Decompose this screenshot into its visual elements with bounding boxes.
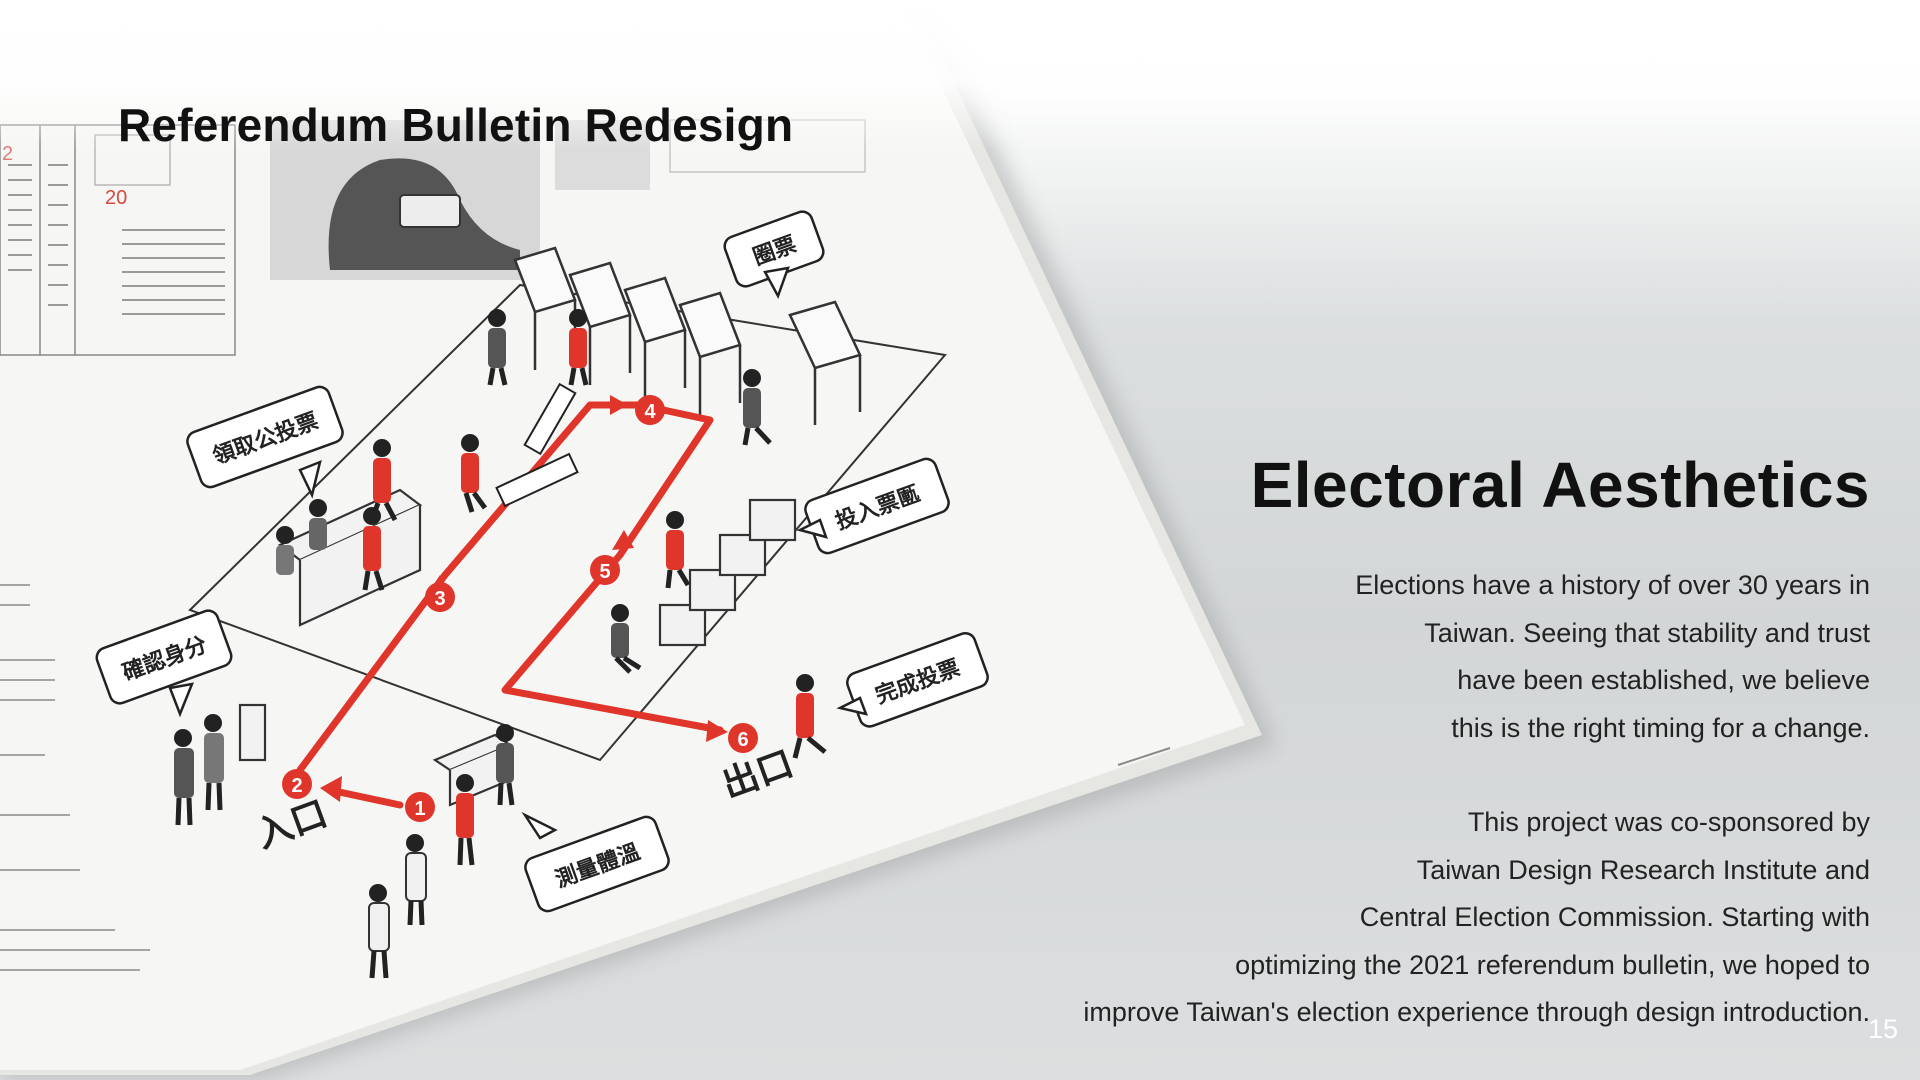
body-line: Central Election Commission. Starting wi… xyxy=(1359,902,1870,932)
callout-verify-identity: 確認身分 xyxy=(95,609,233,718)
polling-floor xyxy=(188,283,947,762)
top-fade-overlay xyxy=(0,0,1920,150)
slide-title: Referendum Bulletin Redesign xyxy=(118,99,794,151)
voters xyxy=(174,309,827,979)
svg-text:2: 2 xyxy=(2,143,13,165)
paragraph-history: Elections have a history of over 30 year… xyxy=(910,562,1870,752)
body-line: Elections have a history of over 30 year… xyxy=(1355,570,1870,600)
voting-route xyxy=(296,401,724,809)
step-3: 3 xyxy=(434,588,445,610)
section-heading: Electoral Aesthetics xyxy=(1250,449,1870,521)
step-markers: 1 2 3 4 5 6 xyxy=(282,395,758,822)
step-6: 6 xyxy=(737,729,748,751)
description-panel: Electoral Aesthetics Elections have a hi… xyxy=(910,448,1870,1037)
paragraph-sponsors: This project was co-sponsored by Taiwan … xyxy=(910,799,1870,1037)
page-number: 15 xyxy=(1868,1014,1899,1044)
callout-measure-temperature: 測量體溫 xyxy=(521,811,670,913)
body-line: optimizing the 2021 referendum bulletin,… xyxy=(1235,949,1870,980)
callout-mark-ballot: 圈票 xyxy=(723,210,825,300)
body-line: Taiwan Design Research Institute and xyxy=(1416,854,1870,885)
paragraph-gap xyxy=(910,752,1870,799)
callout-finish-voting: 完成投票 xyxy=(836,631,989,728)
body-line: Taiwan. Seeing that stability and trust xyxy=(1424,617,1870,648)
body-line: improve Taiwan's election experience thr… xyxy=(1083,997,1870,1027)
step-5: 5 xyxy=(599,561,610,583)
callout-cast-ballot: 投入票匭 xyxy=(796,457,950,555)
body-line: This project was co-sponsored by xyxy=(1467,807,1870,837)
step-4: 4 xyxy=(644,401,656,423)
sidebar-number: 20 xyxy=(105,187,127,209)
voting-booths xyxy=(513,246,862,425)
step-1: 1 xyxy=(414,798,425,820)
step-2: 2 xyxy=(291,775,302,797)
body-line: have been established, we believe xyxy=(1457,665,1870,695)
body-line: this is the right timing for a change. xyxy=(1451,712,1870,743)
